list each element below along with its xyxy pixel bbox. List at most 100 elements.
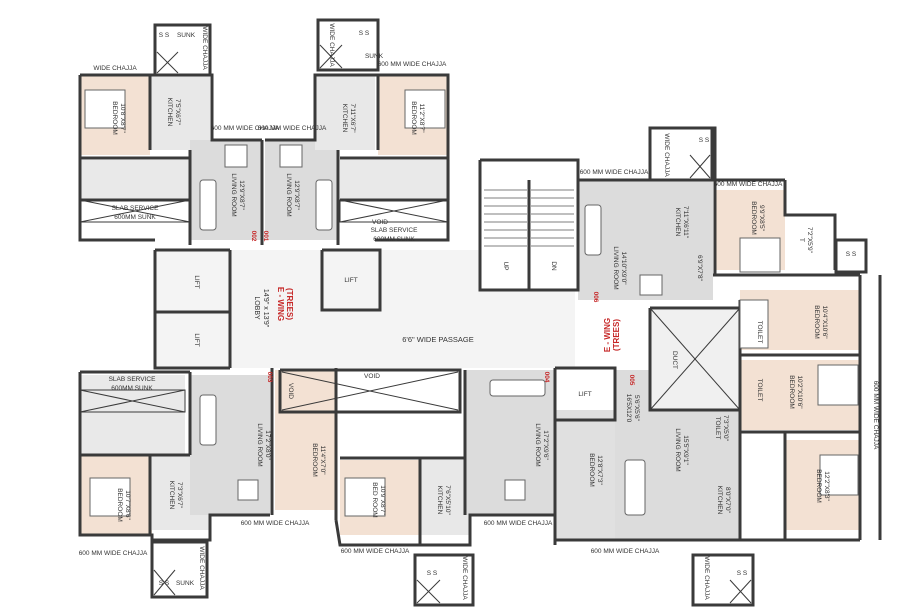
shaft-cross <box>156 51 179 74</box>
wall <box>783 180 837 270</box>
ss-label: S S <box>159 32 170 39</box>
shaft <box>691 553 755 607</box>
shaft <box>834 238 868 274</box>
room-dim: 7'11"X6'7" <box>349 103 356 133</box>
sofa <box>199 179 217 231</box>
dining-table <box>237 479 259 501</box>
slab-service-label: SLAB SERVICE <box>112 205 160 212</box>
shaft <box>648 126 714 182</box>
kitchen-fill <box>315 75 375 150</box>
lift-label: LIFT <box>193 275 200 288</box>
room-name: BEDROOM <box>410 101 417 135</box>
duct-label: DUCT <box>671 351 678 369</box>
shaft <box>153 23 212 77</box>
room-dim: 8'0"X7'0" <box>724 487 731 514</box>
room-dim: 10'2"X10'6" <box>796 375 803 409</box>
room-dim: 11'4"X7'0" <box>319 445 326 475</box>
chajja-label: 600 MM WIDE CHAJJA <box>714 181 783 188</box>
wide-chajja-label: WIDE CHAJJA <box>328 23 335 67</box>
room-name: LIVING ROOM <box>256 423 263 466</box>
bed <box>739 299 769 349</box>
ss-label: S S <box>699 137 710 144</box>
wing-sub-label: (TREES) <box>285 288 294 320</box>
lobby-size: 14'9" x 13'9" <box>262 289 269 328</box>
toilet-label: TOILET <box>714 417 721 440</box>
slab-service-boxes <box>79 199 459 413</box>
wide-chajja-label: WIDE CHAJJA <box>703 556 710 600</box>
room-dim: 6'9"X7'8" <box>696 255 703 282</box>
room-name: LIVING ROOM <box>612 246 619 289</box>
wide-chajja-label: WIDE CHAJJA <box>461 556 468 600</box>
room-name: KITCHEN <box>674 208 681 237</box>
room-dim: 10'7"X8'6" <box>124 490 131 520</box>
shaft <box>150 540 209 599</box>
room-dim: 17'2"X9'6" <box>542 430 549 460</box>
toilet-label: TOILET <box>756 379 763 402</box>
room-dim: 7'3"X6'7" <box>176 482 183 509</box>
toilet-fill <box>80 160 190 200</box>
wall <box>80 73 262 142</box>
room-name: BEDROOM <box>311 443 318 477</box>
room-dim: 7'3"X5'0" <box>722 415 729 442</box>
room-name: KITCHEN <box>168 481 175 510</box>
sofa <box>584 204 602 256</box>
passage-label: 6'6" WIDE PASSAGE <box>402 335 473 344</box>
room-name: KITCHEN <box>341 104 348 133</box>
shaft-cross <box>153 569 176 596</box>
slab-service-label: SLAB SERVICE <box>109 376 157 383</box>
room-name: LIVING ROOM <box>674 428 681 471</box>
slab-hatch <box>79 199 191 223</box>
wall <box>78 75 155 242</box>
bed <box>344 477 386 517</box>
room-dim: 10'4"X10'6" <box>821 305 828 339</box>
room-dim: 7'11"X6'11" <box>682 206 689 239</box>
room-name: BED ROOM <box>371 482 378 517</box>
room-name: BEDROOM <box>588 453 595 487</box>
slab-service-label: SLAB SERVICE <box>371 227 419 234</box>
room-name: KITCHEN <box>166 98 173 127</box>
room-dim: 12'9"X8'7" <box>293 180 300 210</box>
room-dim: 14'10"X9'0" <box>620 251 627 285</box>
door-number: 003 <box>266 372 273 383</box>
door-number: 001 <box>262 231 269 242</box>
shaft-cross <box>319 44 343 69</box>
labels: WIDE CHAJJA 600 MM WIDE CHAJJA 600 MM WI… <box>79 23 879 600</box>
dining-table <box>224 144 248 168</box>
chajja-label: 600 MM WIDE CHAJJA <box>872 381 879 450</box>
wall <box>320 248 382 312</box>
wall <box>278 368 462 414</box>
slab-hatch <box>79 389 186 413</box>
sofa <box>315 179 333 231</box>
void-hatch <box>281 371 459 411</box>
chajja-label: 600 MM WIDE CHAJJA <box>341 548 410 555</box>
wing-label: E - WING <box>276 287 285 321</box>
chajja-label: 600 MM WIDE CHAJJA <box>591 548 660 555</box>
wing-label: E - WING <box>603 318 612 352</box>
lift-label: LIFT <box>344 277 357 284</box>
shaft-cross <box>689 154 711 179</box>
bedroom-fill <box>275 370 335 510</box>
kitchen-fill <box>150 75 210 150</box>
slab-hatch <box>339 199 449 223</box>
room-name: LIVING ROOM <box>230 173 237 216</box>
dining-table <box>639 274 663 296</box>
ss-label: S S <box>737 570 748 577</box>
wall <box>334 513 555 547</box>
wide-chajja-label: WIDE CHAJJA <box>663 133 670 177</box>
sunk-label: SUNK <box>365 53 384 60</box>
room-dim: 10'8"X8'7" <box>119 103 126 133</box>
lift-label: LIFT <box>578 391 591 398</box>
sofa <box>624 459 646 516</box>
room-name: BEDROOM <box>116 488 123 522</box>
wide-chajja-label: WIDE CHAJJA <box>198 546 205 590</box>
wide-chajja-label: WIDE CHAJJA <box>201 26 208 70</box>
bed <box>819 454 859 496</box>
door-number: 006 <box>592 292 599 303</box>
room-name: BEDROOM <box>750 201 757 235</box>
stair-up-label: UP <box>502 261 509 270</box>
room-dim: 7'6"X5'10" <box>444 485 451 515</box>
chajja-label: WIDE CHAJJA <box>93 65 137 72</box>
room-name: LIVING ROOM <box>285 173 292 216</box>
